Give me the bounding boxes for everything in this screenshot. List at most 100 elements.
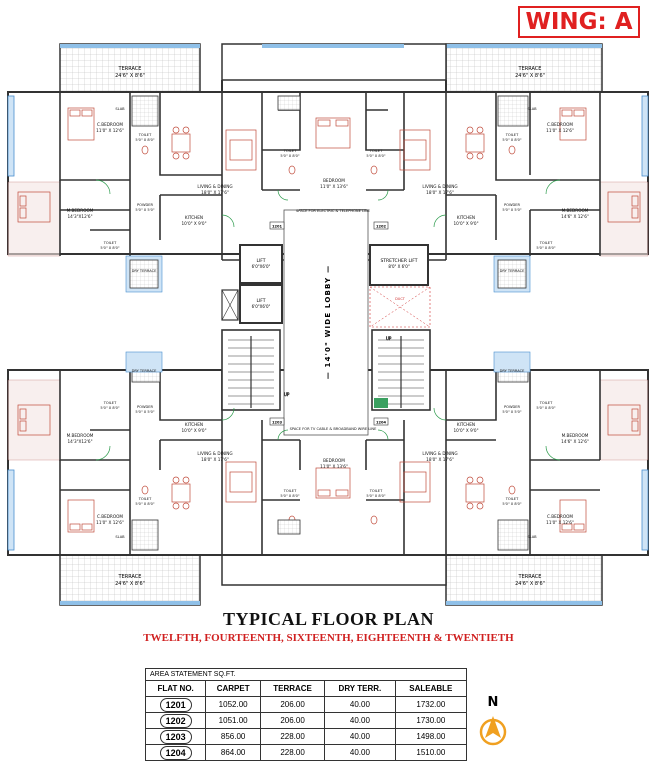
north-compass-icon: N	[479, 695, 507, 746]
staircase-right: UP	[371, 329, 431, 411]
bedroom-dim: 11'0" X 13'6"	[320, 464, 348, 469]
mbed-dim: 14'3"X12'6"	[67, 214, 92, 219]
saleable-cell: 1730.00	[394, 712, 468, 729]
lift-label: LIFT	[256, 298, 265, 304]
toilet-label: TOILET	[138, 133, 152, 137]
bedroom-dim: 11'0" X 13'6"	[320, 184, 348, 189]
living-label: LIVING & DINING	[422, 451, 457, 456]
slab-label: SLAB	[115, 107, 125, 111]
cbed-label: C.BEDROOM	[97, 122, 123, 127]
lift-label: LIFT	[256, 258, 265, 264]
cbed-label: C.BEDROOM	[97, 514, 123, 519]
table-caption: AREA STATEMENT SQ.FT.	[145, 668, 467, 681]
table-row: 1203 856.00 228.00 40.00 1498.00	[144, 728, 468, 745]
terrace-label: TERRACE	[118, 66, 142, 72]
flat-number: 1202	[159, 713, 192, 728]
table-row: 1202 1051.00 206.00 40.00 1730.00	[144, 712, 468, 729]
cbed-label: C.BEDROOM	[547, 514, 573, 519]
living-dim: 18'0" X 17'6"	[426, 190, 454, 195]
slab-label: SLAB	[115, 535, 125, 539]
powder-label: POWDER	[504, 203, 521, 207]
dry-terrace-cell: 40.00	[324, 728, 396, 745]
bedroom-label: BEDROOM	[323, 178, 345, 183]
living-dim: 18'0" X 17'6"	[201, 190, 229, 195]
toilet-label: TOILET	[539, 401, 553, 405]
toilet-label: TOILET	[103, 401, 117, 405]
lift-core: LIFT 6'0"X6'0" LIFT 6'0"X6'0" STRETCHER …	[221, 244, 431, 328]
toilet-label: TOILET	[505, 133, 519, 137]
cbed-dim: 11'0" X 12'6"	[96, 128, 124, 133]
kitchen-label: KITCHEN	[457, 422, 475, 427]
living-label: LIVING & DINING	[422, 184, 457, 189]
dry-terrace-cell: 40.00	[324, 712, 396, 729]
dry-terrace-label: DRY TERRACE	[132, 269, 158, 273]
slab-label: SLAB	[527, 107, 537, 111]
tv-space-label: SPACE FOR TV CABLE & BROADBAND WIRE LINE	[290, 427, 377, 431]
toilet-dim: 5'0" X 8'0"	[135, 502, 155, 506]
toilet-dim: 5'0" X 8'0"	[536, 246, 556, 250]
cbed-label: C.BEDROOM	[547, 122, 573, 127]
mbed-dim: 14'6" X 12'6"	[561, 214, 589, 219]
toilet-label: TOILET	[283, 149, 297, 153]
toilet-label: TOILET	[505, 497, 519, 501]
dry-terrace-cell: 40.00	[324, 696, 396, 713]
powder-dim: 5'0" X 5'0"	[135, 208, 155, 212]
toilet-dim: 5'0" X 8'0"	[366, 494, 386, 498]
mbed-label: M.BEDROOM	[562, 433, 589, 438]
mbed-label: M.BEDROOM	[67, 208, 94, 213]
up-label: UP	[386, 336, 392, 341]
electric-space-label: SPACE FOR ELECTRIC & TELEPHONE LINE	[296, 209, 371, 213]
compass-label: N	[488, 695, 499, 710]
terrace-label: TERRACE	[118, 574, 142, 580]
carpet-cell: 1051.00	[205, 712, 262, 729]
mbed-dim: 14'6" X 12'6"	[561, 439, 589, 444]
terrace-top-left: TERRACE 24'6" X 8'6"	[59, 43, 201, 93]
powder-dim: 5'0" X 5'0"	[502, 208, 522, 212]
duct-label: DUCT	[395, 297, 406, 301]
mbed-label: M.BEDROOM	[67, 433, 94, 438]
dry-terrace-label: DRY TERRACE	[500, 269, 526, 273]
saleable-cell: 1732.00	[394, 696, 468, 713]
toilet-dim: 5'0" X 8'0"	[100, 406, 120, 410]
unit-tag-1204: 1204	[376, 421, 387, 425]
powder-label: POWDER	[137, 405, 154, 409]
lobby: — 14'0" WIDE LOBBY —	[283, 209, 369, 436]
floor-plan: TERRACE 24'6" X 8'6" TERRACE 24'6" X 8'6…	[7, 43, 649, 606]
carpet-cell: 1052.00	[205, 696, 262, 713]
toilet-label: TOILET	[369, 489, 383, 493]
col-header: SALEABLE	[394, 680, 468, 697]
staircase-left: UP	[221, 329, 290, 411]
flat-number: 1201	[159, 697, 192, 712]
carpet-cell: 864.00	[205, 744, 262, 761]
bedroom-label: BEDROOM	[323, 458, 345, 463]
flat-number: 1204	[159, 745, 192, 760]
lift-dim: 6'0"X6'0"	[252, 264, 271, 269]
kitchen-label: KITCHEN	[185, 422, 203, 427]
unit-tag-1203: 1203	[272, 421, 283, 425]
kitchen-label: KITCHEN	[457, 215, 475, 220]
toilet-label: TOILET	[539, 241, 553, 245]
powder-label: POWDER	[504, 405, 521, 409]
toilet-dim: 5'0" X 8'0"	[280, 154, 300, 158]
table-row: 1204 864.00 228.00 40.00 1510.00	[144, 744, 468, 761]
dry-terrace-cell: 40.00	[324, 744, 396, 761]
plan-title: TYPICAL FLOOR PLAN	[222, 609, 435, 629]
mbed-label: M.BEDROOM	[562, 208, 589, 213]
cbed-dim: 11'0" X 12'6"	[546, 520, 574, 525]
living-dim: 18'0" X 17'6"	[426, 457, 454, 462]
powder-label: POWDER	[137, 203, 154, 207]
toilet-dim: 5'0" X 8'0"	[135, 138, 155, 142]
toilet-dim: 5'0" X 8'0"	[536, 406, 556, 410]
table-row: 1201 1052.00 206.00 40.00 1732.00	[144, 696, 468, 713]
living-label: LIVING & DINING	[197, 184, 232, 189]
toilet-dim: 5'0" X 8'0"	[366, 154, 386, 158]
kitchen-dim: 10'0" X 9'0"	[453, 221, 478, 226]
living-dim: 18'0" X 17'6"	[201, 457, 229, 462]
cbed-dim: 11'0" X 12'6"	[546, 128, 574, 133]
kitchen-dim: 10'0" X 9'0"	[181, 221, 206, 226]
terrace-dim: 24'6" X 8'6"	[115, 73, 145, 79]
toilet-label: TOILET	[103, 241, 117, 245]
toilet-label: TOILET	[138, 497, 152, 501]
toilet-label: TOILET	[369, 149, 383, 153]
wing-badge: WING: A	[518, 6, 640, 38]
